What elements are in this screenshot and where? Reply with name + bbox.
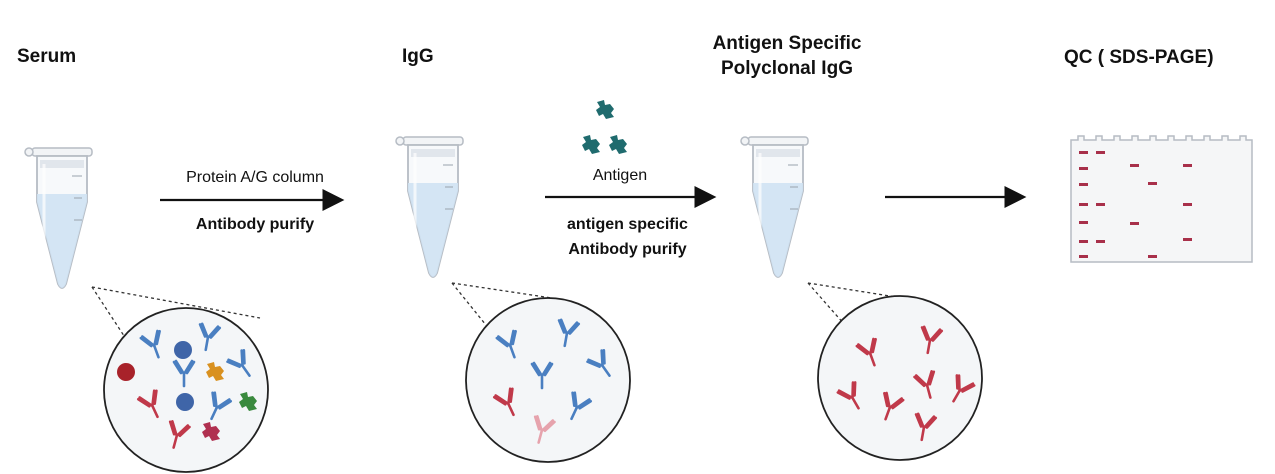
serum-tube [23,146,94,290]
specific-igg-tube [739,135,810,279]
step2-sublabel-line2: Antibody purify [568,241,687,258]
stage-title-antigen-specific-line1: Antigen Specific [712,33,862,54]
igg-zoom-circle [465,297,631,463]
step2-label: Antigen [592,167,648,184]
antigen-icons [582,100,627,154]
stage-title-qc: QC ( SDS-PAGE) [1064,47,1214,68]
specific-zoom-circle [817,295,983,461]
step2-sublabel: antigen specific Antibody purify [545,212,710,262]
stage-title-igg: IgG [402,46,434,67]
sds-page-gel [1070,135,1253,263]
serum-zoom-circle [103,307,269,473]
igg-tube [394,135,465,279]
stage-title-antigen-specific-line2: Polyclonal IgG [721,58,853,79]
step2-sublabel-line1: antigen specific [567,216,688,233]
stage-title-antigen-specific: Antigen Specific Polyclonal IgG [695,31,879,81]
stage-title-serum: Serum [17,46,77,67]
step1-sublabel: Antibody purify [195,216,315,233]
step1-label: Protein A/G column [186,169,324,186]
